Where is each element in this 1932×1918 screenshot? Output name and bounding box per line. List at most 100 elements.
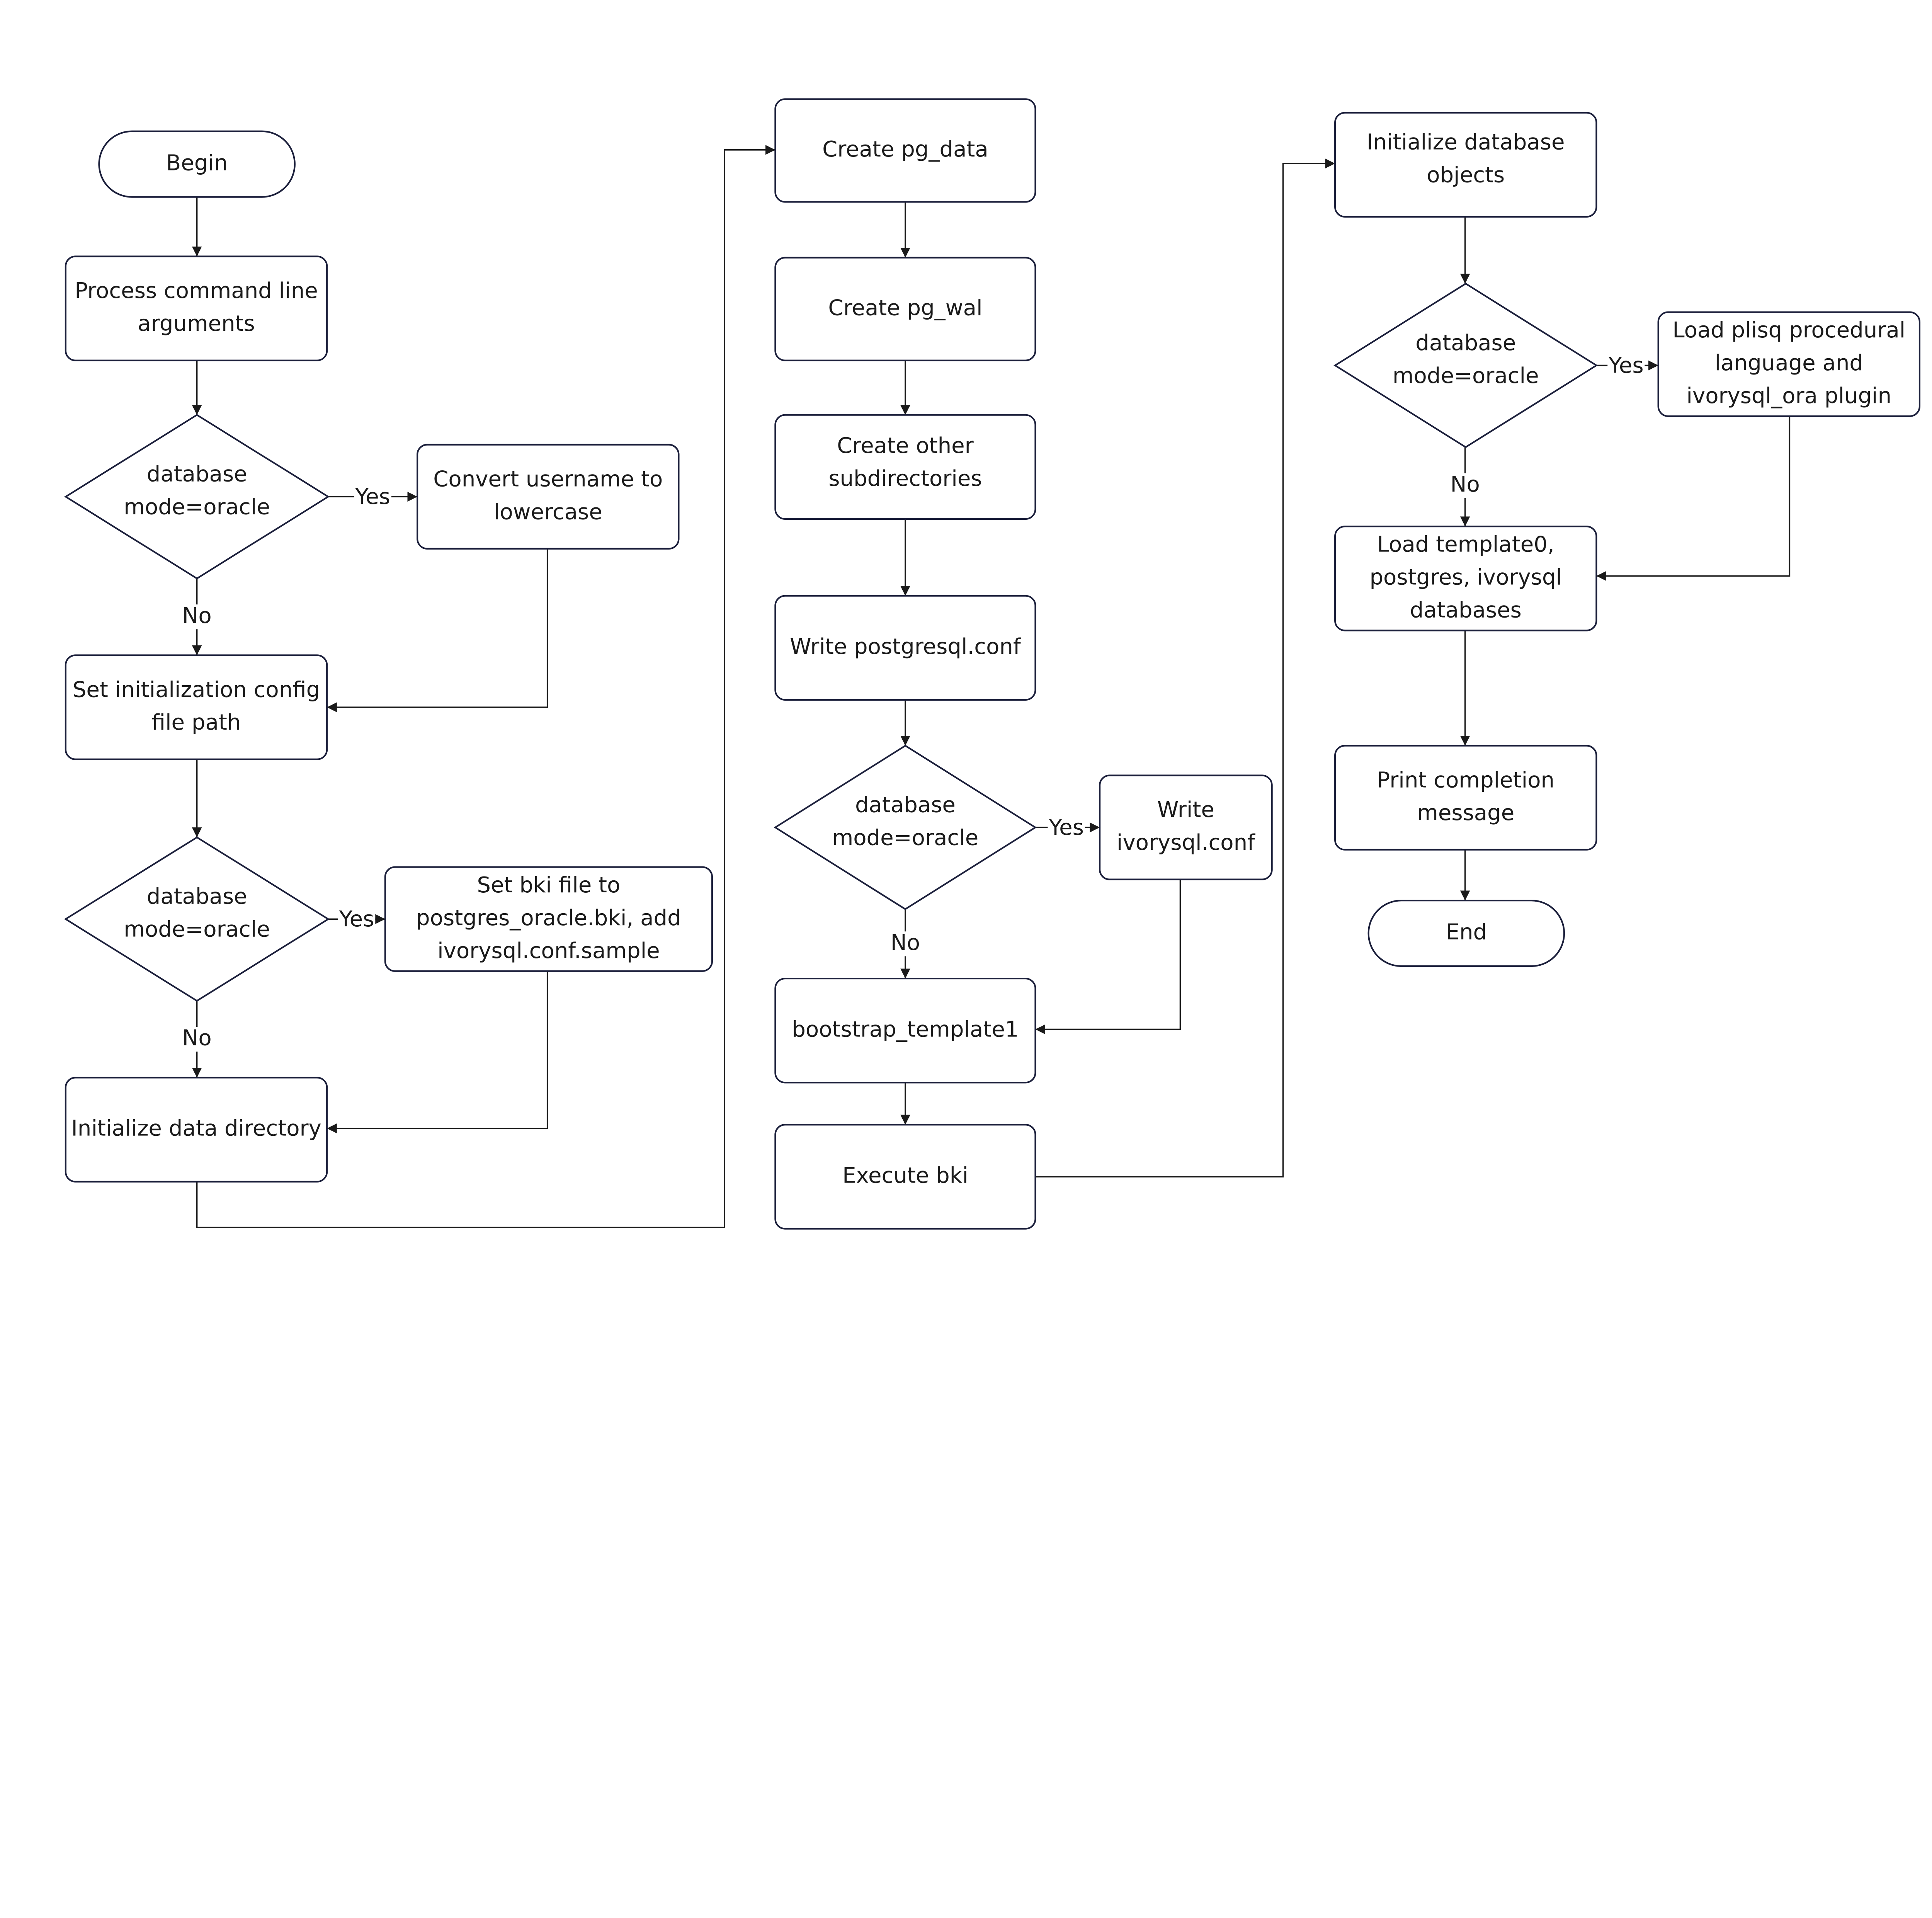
node-end: End bbox=[1367, 900, 1565, 967]
node-label-line: Begin bbox=[166, 150, 228, 175]
node-label-line: database bbox=[855, 792, 956, 817]
node-label-line: mode=oracle bbox=[124, 495, 270, 520]
node-label-line: databases bbox=[1410, 597, 1522, 623]
edge-label-background bbox=[354, 485, 391, 511]
arrow-write_ivorysql_conf-to-bootstrap_template1 bbox=[1035, 879, 1181, 1035]
node-label-line: mode=oracle bbox=[832, 825, 979, 850]
edge-label-background bbox=[1048, 816, 1085, 841]
process-shape bbox=[1334, 526, 1597, 631]
node-load-templates: Load template0, postgres, ivorysql databas… bbox=[1334, 526, 1597, 631]
arrow-set_bki-to-init_data_dir bbox=[327, 971, 548, 1133]
process-shape bbox=[65, 654, 328, 760]
node-label-line: Create other bbox=[837, 433, 974, 458]
terminator-shape bbox=[98, 130, 296, 198]
node-label-line: subdirectories bbox=[828, 466, 982, 491]
node-label-line: postgres, ivorysql bbox=[1369, 565, 1562, 590]
node-label-line: database bbox=[1415, 330, 1516, 356]
node-label-line: ivorysql.conf bbox=[1117, 830, 1255, 855]
edge-label-yes: Yes bbox=[1048, 815, 1084, 840]
node-label-line: Print completion bbox=[1377, 768, 1554, 793]
node-label-line: Load plisq procedural bbox=[1672, 318, 1905, 343]
edge-label-background bbox=[178, 604, 216, 630]
node-bootstrap-template1: bootstrap_template1 bbox=[774, 977, 1036, 1084]
process-shape bbox=[1657, 311, 1921, 417]
node-label-line: bootstrap_template1 bbox=[792, 1017, 1019, 1042]
node-label-line: lowercase bbox=[494, 499, 602, 524]
process-shape bbox=[774, 595, 1036, 701]
arrow-init_data_dir-to-create_pg_data bbox=[196, 145, 776, 1229]
node-begin: Begin bbox=[98, 130, 296, 198]
node-label-line: mode=oracle bbox=[1393, 363, 1539, 388]
process-shape bbox=[774, 257, 1036, 361]
node-label-line: Write postgresql.conf bbox=[790, 634, 1021, 659]
node-label-line: postgres_oracle.bki, add bbox=[416, 905, 681, 931]
node-load-plisql: Load plisq procedural language and ivorysq… bbox=[1657, 311, 1921, 417]
node-create-pg-data: Create pg_data bbox=[774, 98, 1036, 203]
node-label-line: mode=oracle bbox=[124, 917, 270, 942]
node-label-line: database bbox=[147, 462, 247, 487]
edge-label-no: No bbox=[182, 603, 211, 628]
node-convert-username: Convert username to lowercase bbox=[417, 444, 680, 550]
node-label-line: database bbox=[147, 884, 247, 909]
node-label-line: objects bbox=[1427, 163, 1505, 188]
node-label-line: ivorysql_ora plugin bbox=[1686, 383, 1891, 408]
edge-label-background bbox=[1607, 354, 1645, 379]
node-label-line: Initialize data directory bbox=[71, 1116, 321, 1141]
node-label-line: Create pg_data bbox=[822, 137, 988, 162]
node-decision2: database mode=oracle bbox=[64, 836, 330, 1002]
process-shape bbox=[417, 444, 680, 550]
node-label-line: Initialize database bbox=[1367, 130, 1565, 155]
edge-label-yes: Yes bbox=[339, 907, 374, 932]
node-label-line: arguments bbox=[138, 311, 255, 336]
node-label-line: file path bbox=[152, 710, 241, 735]
process-shape bbox=[65, 1077, 328, 1183]
edge-label-background bbox=[886, 931, 924, 956]
node-set-config-path: Set initialization config file path bbox=[65, 654, 328, 760]
process-shape bbox=[384, 866, 713, 972]
node-label-line: Set bki file to bbox=[477, 873, 620, 898]
node-label-line: ivorysql.conf.sample bbox=[437, 938, 660, 963]
edge-label-yes: Yes bbox=[355, 484, 390, 509]
node-init-db-objects: Initialize database objects bbox=[1334, 112, 1597, 218]
node-label-line: End bbox=[1446, 920, 1487, 945]
node-set-bki: Set bki file to postgres_oracle.bki, add i… bbox=[384, 866, 713, 972]
node-write-ivorysql-conf: Write ivorysql.conf bbox=[1099, 774, 1273, 880]
arrow-convert_username-to-set_config_path bbox=[327, 548, 548, 712]
edge-label-no: No bbox=[891, 930, 920, 955]
process-shape bbox=[774, 977, 1036, 1084]
process-shape bbox=[774, 98, 1036, 203]
process-shape bbox=[774, 414, 1036, 520]
node-decision1: database mode=oracle bbox=[64, 414, 330, 580]
node-label-line: Load template0, bbox=[1377, 532, 1554, 557]
node-create-pg-wal: Create pg_wal bbox=[774, 257, 1036, 361]
node-label-line: Write bbox=[1157, 797, 1214, 822]
node-label-line: Execute bki bbox=[842, 1163, 968, 1188]
edge-label-background bbox=[338, 908, 376, 933]
terminator-shape bbox=[1367, 900, 1565, 967]
node-create-subdirs: Create other subdirectories bbox=[774, 414, 1036, 520]
arrow-load_plisql-to-load_templates bbox=[1596, 416, 1791, 581]
process-shape bbox=[1334, 745, 1597, 851]
process-shape bbox=[1334, 112, 1597, 218]
process-shape bbox=[65, 255, 328, 361]
process-shape bbox=[1099, 774, 1273, 880]
edge-label-no: No bbox=[182, 1026, 211, 1051]
edge-label-background bbox=[1446, 473, 1484, 498]
node-decision3: database mode=oracle bbox=[774, 745, 1037, 910]
decision-shape bbox=[774, 745, 1037, 910]
node-label-line: Set initialization config bbox=[73, 677, 320, 702]
edge-label-background bbox=[178, 1027, 216, 1052]
edge-label-yes: Yes bbox=[1608, 353, 1644, 378]
arrow-execute_bki-to-init_db_objects bbox=[1035, 158, 1335, 1178]
decision-shape bbox=[1333, 283, 1598, 448]
node-label-line: Convert username to bbox=[433, 466, 663, 492]
node-write-postgresql-conf: Write postgresql.conf bbox=[774, 595, 1036, 701]
decision-shape bbox=[64, 414, 330, 580]
node-execute-bki: Execute bki bbox=[774, 1124, 1036, 1230]
node-label-line: language and bbox=[1715, 351, 1863, 376]
edge-label-no: No bbox=[1451, 472, 1480, 497]
